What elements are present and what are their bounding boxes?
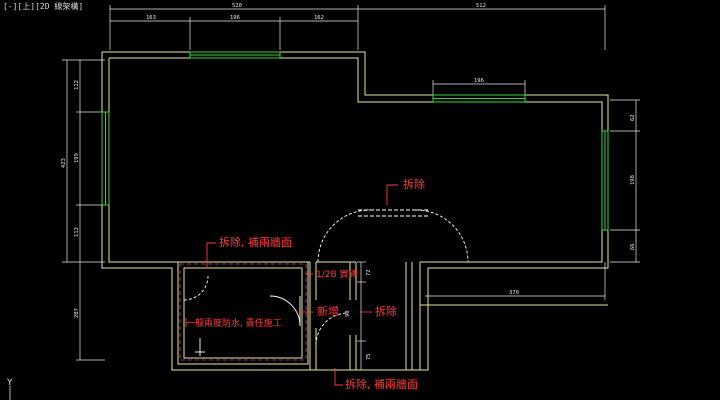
doors xyxy=(183,209,469,346)
dim-top-seg-1: 163 xyxy=(146,15,156,21)
dim-left-lower: 207 xyxy=(74,308,80,318)
dim-window-right: 196 xyxy=(474,78,484,84)
annotation-demolish-top: 拆除 xyxy=(403,177,425,191)
dim-bottom-right: 370 xyxy=(509,290,519,296)
dim-right-seg-2: 198 xyxy=(630,175,636,185)
dim-left-seg-2: 199 xyxy=(74,153,80,163)
dim-top-seg-3: 162 xyxy=(314,15,324,21)
annotation-demolish-fill-top: 拆除, 補兩牆面 xyxy=(219,235,292,249)
door-swing-main xyxy=(317,209,371,263)
walls xyxy=(101,51,609,371)
annotation-waterproof: 一般兩度防水, 責任施工 xyxy=(186,317,282,329)
annotation-new-wall: 新增 xyxy=(317,304,339,318)
dim-top-seg-2: 196 xyxy=(230,15,240,21)
dim-left-seg-3: 112 xyxy=(74,227,80,237)
viewport-label[interactable]: [-][上][2D 線架構] xyxy=(3,2,84,11)
annotation-half-b-brick: 1/2B 實磚 xyxy=(316,268,358,280)
dim-bath-right-1: 72 xyxy=(366,269,372,276)
annotation-demolish-fill-bottom: 拆除, 補兩牆面 xyxy=(345,377,418,391)
dim-right-seg-3: 66 xyxy=(630,243,636,250)
dim-bath-right-3: 75 xyxy=(366,353,372,360)
door-swing-main-2 xyxy=(415,209,469,263)
hidden-lines xyxy=(179,263,307,361)
dim-left-seg-1: 112 xyxy=(74,80,80,90)
annotation-leaders xyxy=(185,184,398,386)
dim-top-total-left: 520 xyxy=(232,3,242,9)
dim-bath-right-2: 90 xyxy=(345,310,351,317)
door-swing-bath xyxy=(269,295,301,327)
dimension-lines xyxy=(62,5,640,371)
annotation-demolish-right: 拆除 xyxy=(375,304,397,318)
dim-top-total-right: 512 xyxy=(476,3,486,9)
windows xyxy=(101,51,609,231)
dim-right-seg-1: 62 xyxy=(630,114,636,121)
ucs-y-label: Y xyxy=(6,378,13,388)
dim-left-total: 423 xyxy=(61,158,67,168)
